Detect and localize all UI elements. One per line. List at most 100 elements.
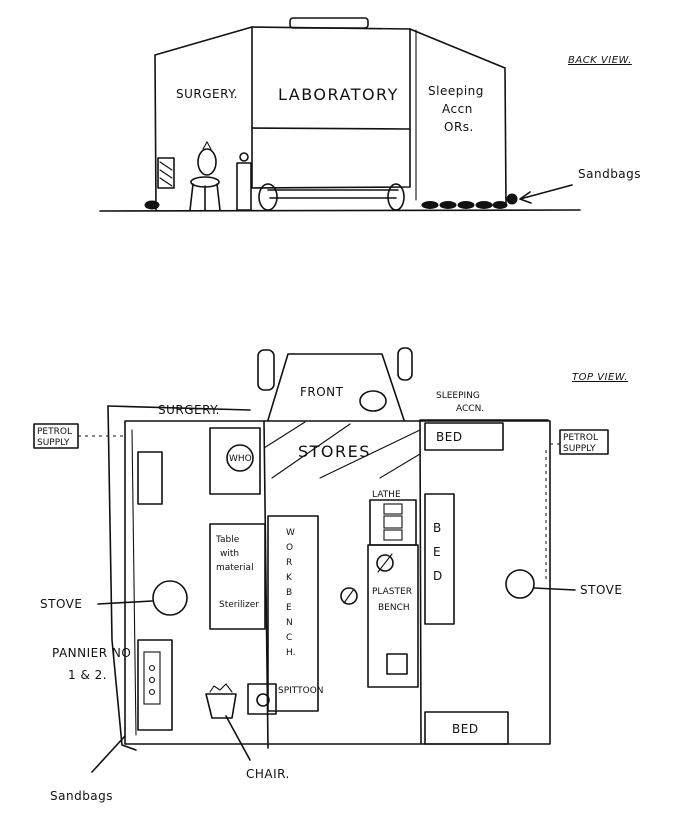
body-outline [124, 420, 551, 745]
petrol-supply-right-box [559, 429, 609, 455]
surgery-stove [157, 157, 175, 189]
back-view: BACK VIEW. SURGERY. LABORATORY Sleeping … [99, 17, 641, 212]
pannier-knob-2 [148, 676, 156, 684]
workbench-letter-4: B [286, 588, 292, 598]
stores-label: STORES [298, 442, 371, 461]
laboratory-body [251, 26, 411, 189]
workbench-letter-1: O [286, 543, 293, 553]
sandbag-right [506, 193, 518, 205]
cab-outline [267, 353, 405, 421]
front-label: FRONT [300, 385, 344, 399]
spittoon [256, 693, 270, 707]
who-box [209, 427, 261, 495]
lathe-tool-1 [383, 503, 403, 515]
stores-hatching [263, 421, 421, 479]
sandbag-row-5 [492, 201, 508, 209]
petrol-left-line2: SUPPLY [37, 438, 70, 448]
stool-leg-3 [216, 183, 221, 211]
lathe-tool-2 [383, 515, 403, 529]
sandbags-arrow [519, 184, 573, 204]
who-label: WHO [229, 454, 252, 464]
chair-pointer [225, 715, 251, 761]
plaster-basin [376, 554, 394, 572]
pannier-knob-3 [148, 688, 156, 696]
sleeping-line2: ACCN. [456, 404, 484, 414]
surgery-wing [154, 26, 253, 211]
bed-top-label: BED [436, 430, 463, 444]
surgery-outer-wall [107, 405, 137, 751]
surgery-inner-wall [131, 429, 137, 736]
right-wheel [387, 183, 405, 211]
sandbag-left [144, 200, 160, 210]
top-view: TOP VIEW. FRONT STORES WHO SURGERY. Tabl… [33, 347, 628, 803]
sandbag-row-1 [421, 201, 439, 209]
bed-vertical [424, 493, 455, 625]
petrol-right-line1: PETROL [563, 433, 598, 443]
plaster-line1: PLASTER [372, 587, 412, 597]
surgery-cupboard [137, 451, 163, 505]
plaster-bench [367, 544, 419, 688]
spittoon-box [247, 683, 277, 715]
pannier-knob-1 [148, 664, 156, 672]
panniers-line2: 1 & 2. [68, 668, 107, 682]
bed-vertical-letter-2: D [433, 569, 443, 583]
plaster-basin-slash [377, 553, 393, 573]
back-sandbags-label: Sandbags [578, 167, 641, 181]
lathe-tool-3 [383, 529, 403, 541]
plaster-bench-box [386, 653, 408, 675]
sandbag-row-4 [475, 201, 493, 209]
figure-head [202, 140, 212, 150]
panniers-line1: PANNIER NO [52, 646, 131, 660]
left-wheel [258, 183, 278, 211]
stove-left-label: STOVE [40, 597, 82, 611]
sandbags-pointer [91, 735, 126, 773]
back-sleeping-line1: Sleeping [428, 84, 484, 98]
chair [205, 693, 237, 719]
cabinet [236, 162, 252, 211]
workbench-letter-3: K [286, 573, 293, 583]
pannier-inner [143, 651, 161, 705]
back-sleeping-line2: Accn [442, 102, 473, 116]
workbench-letter-7: C [286, 633, 292, 643]
bed-bottom [424, 711, 509, 745]
sleeping-line1: SLEEPING [436, 391, 480, 401]
stove-right [505, 569, 535, 599]
petrol-left-line1: PETROL [37, 427, 72, 437]
back-sleeping-line3: ORs. [444, 120, 474, 134]
table-line2: with [220, 549, 239, 559]
roof-vent [289, 17, 369, 29]
cab-mirror-left [257, 349, 275, 391]
stove-right-pointer [533, 587, 576, 591]
ground-line [99, 209, 581, 212]
top-surgery-label: SURGERY. [158, 403, 220, 417]
bed-vertical-letter-1: E [433, 545, 441, 559]
workbench-letter-8: H. [286, 648, 295, 658]
stove-hatching [159, 161, 173, 187]
partition-right [419, 420, 422, 744]
stove-left-pointer [97, 600, 153, 605]
stool-leg-1 [189, 183, 194, 211]
top-view-title: TOP VIEW. [572, 372, 628, 383]
surgery-outer-top [107, 405, 251, 411]
table-with-material [209, 523, 266, 630]
stove-left [152, 580, 188, 616]
back-laboratory-label: LABORATORY [278, 85, 399, 104]
spittoon-label: SPITTOON [278, 686, 324, 696]
sleeping-wing [409, 28, 507, 206]
workbench-letters: W O R K B E N C H. [286, 528, 295, 658]
sterilizer-label: Sterilizer [219, 600, 259, 610]
stove-right-label: STOVE [580, 583, 622, 597]
workbench-letter-2: R [286, 558, 292, 568]
lathe-label: LATHE [372, 490, 401, 500]
bed-bottom-label: BED [452, 722, 479, 736]
sandbag-row-3 [457, 201, 475, 209]
workbench-letter-0: W [286, 528, 295, 538]
workbench-letter-6: N [286, 618, 293, 628]
petrol-right-line2: SUPPLY [563, 444, 596, 454]
back-surgery-label: SURGERY. [176, 87, 238, 101]
center-fitting-cross [343, 588, 355, 604]
workbench-letter-5: E [286, 603, 292, 613]
sandbag-row-2 [439, 201, 457, 209]
seated-figure [197, 148, 217, 176]
